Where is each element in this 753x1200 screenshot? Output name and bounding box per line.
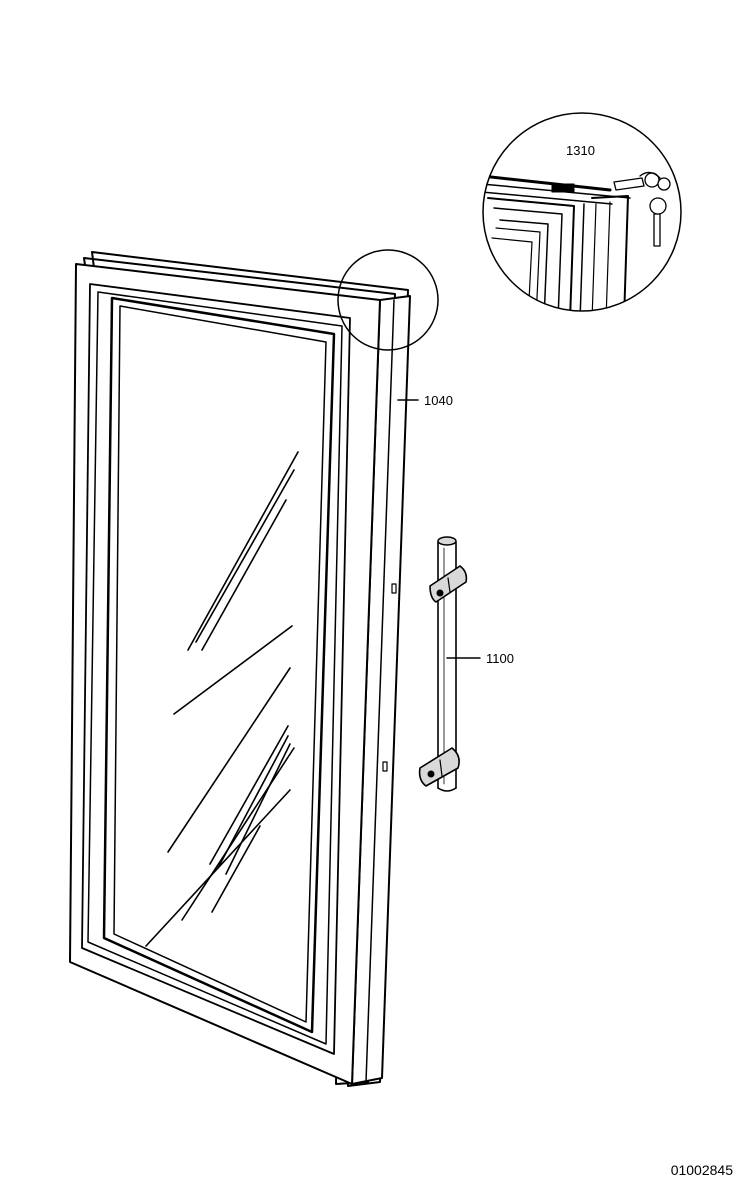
- lock-keys: [613, 171, 671, 247]
- handle-mount-hole-bottom: [382, 761, 388, 772]
- detail-circle: [482, 112, 682, 312]
- handle-bracket-bottom-screw: [427, 770, 435, 778]
- callout-1100: 1100: [486, 651, 514, 666]
- lock-detail-marker-circle: [337, 249, 439, 351]
- lock-cylinder: [551, 183, 575, 193]
- callout-1040: 1040: [424, 393, 453, 408]
- handle-bracket-top-fold: [447, 577, 451, 593]
- handle-bracket-top: [429, 565, 468, 603]
- handle-bracket-bottom-fold: [439, 759, 443, 777]
- lock-detail-view: [482, 112, 682, 312]
- door-side-groove: [365, 299, 395, 1083]
- glass-reflections: [145, 451, 299, 947]
- handle-bar-bottom-end: [437, 787, 457, 792]
- door-handle: [418, 536, 468, 792]
- handle-bracket-bottom: [418, 747, 460, 787]
- key-two: [653, 213, 661, 247]
- drawing-code: 01002845: [670, 1162, 733, 1178]
- door-frame-outer: [69, 263, 381, 1085]
- door-frame-gasket: [87, 291, 343, 1045]
- door-frame-inner-border: [81, 283, 351, 1055]
- glass-door: [69, 249, 439, 1087]
- handle-mount-hole-top: [391, 583, 397, 594]
- handle-bar-top-end: [437, 536, 457, 546]
- door-glass-inner: [113, 305, 327, 1023]
- callout-1310: 1310: [566, 143, 595, 158]
- key-one: [613, 177, 645, 191]
- door-glass-outline: [102, 296, 336, 1034]
- handle-bracket-top-screw: [436, 589, 444, 597]
